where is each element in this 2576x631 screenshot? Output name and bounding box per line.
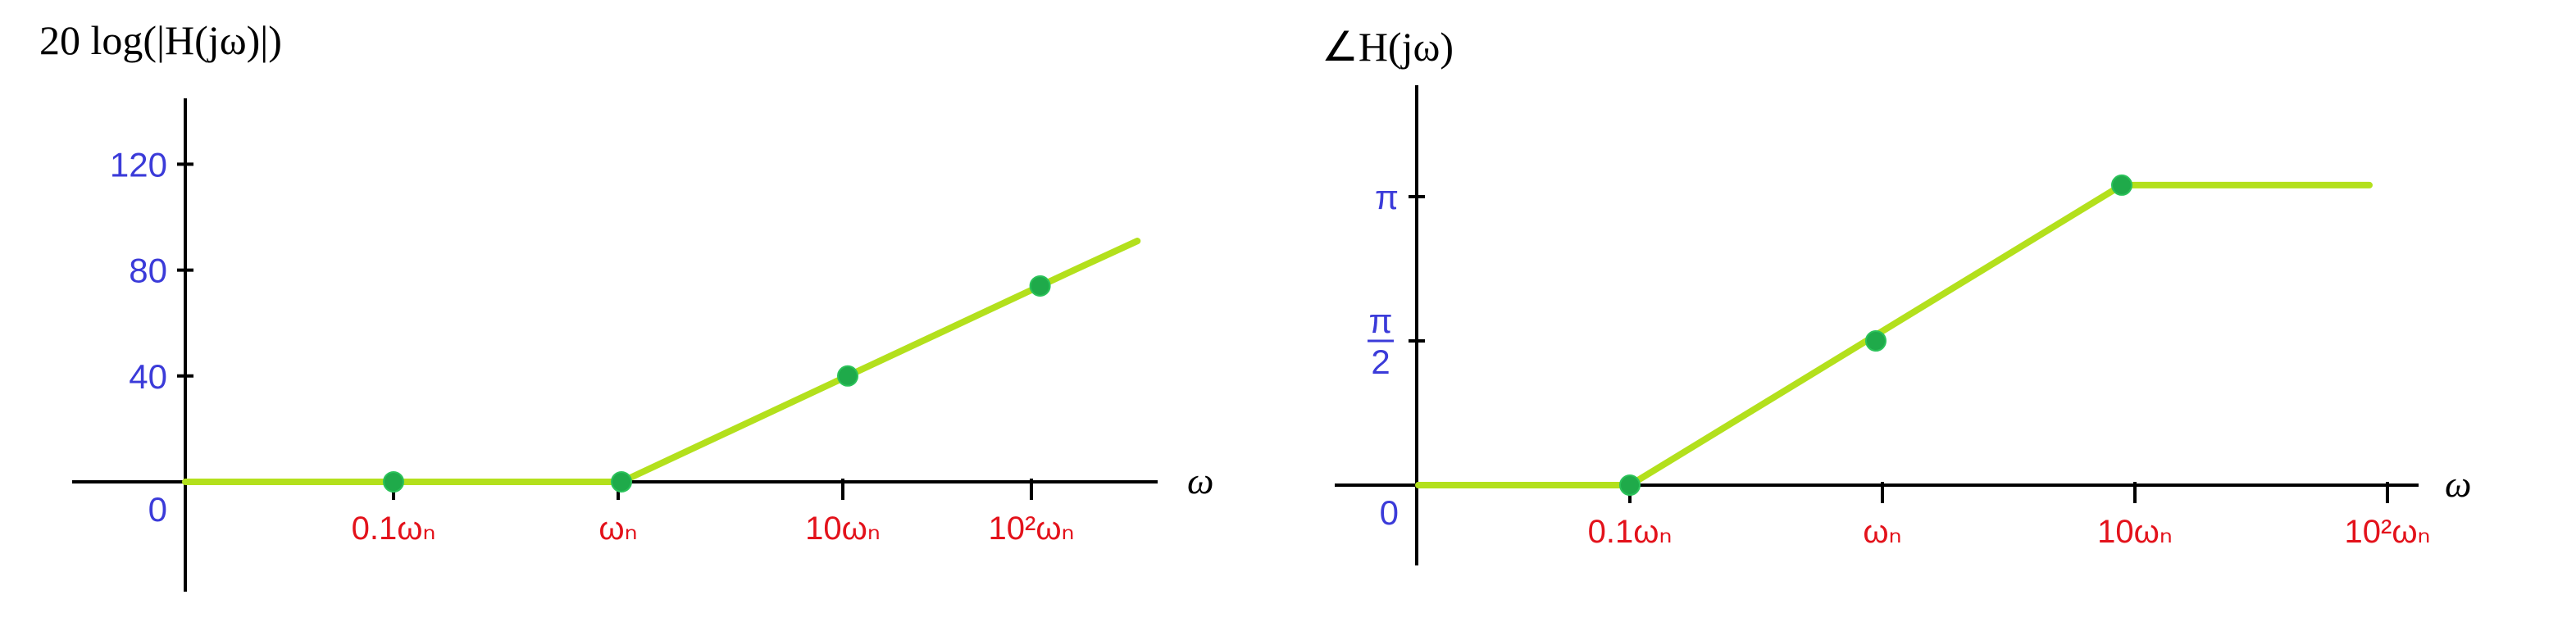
- ph-origin-label: 0: [1380, 493, 1399, 532]
- magnitude-x-axis-title: ω: [1187, 460, 1213, 502]
- phase-point: [1619, 474, 1641, 496]
- phase-point: [1865, 330, 1886, 352]
- magnitude-points: [383, 275, 1051, 493]
- phase-series: [1415, 181, 2373, 488]
- mag-x-tick-label: 10ωₙ: [805, 511, 881, 547]
- phase-ticks: [1409, 195, 2389, 503]
- ph-y-tick-label-denominator: 2: [1371, 343, 1390, 381]
- magnitude-point: [837, 365, 858, 387]
- magnitude-point: [611, 471, 632, 493]
- mag-y-tick-label: 80: [129, 252, 167, 290]
- phase-points: [1619, 174, 2132, 496]
- ph-x-tick-label: 0.1ωₙ: [1588, 514, 1673, 550]
- magnitude-tick-labels: 0.1ωₙ ωₙ 10ωₙ 10²ωₙ 40 80 120 0: [110, 145, 1075, 547]
- magnitude-ticks: [177, 162, 1033, 500]
- phase-axis-title: ∠H(jω): [1322, 24, 1454, 70]
- phase-series-line: [1415, 181, 2373, 488]
- magnitude-series: [182, 238, 1141, 485]
- ph-x-tick-label: ωₙ: [1863, 514, 1901, 550]
- ph-y-tick-label: π: [1369, 302, 1393, 340]
- ph-y-tick-label: π: [1375, 178, 1399, 216]
- mag-x-tick-label: 10²ωₙ: [989, 511, 1075, 547]
- magnitude-series-line: [182, 238, 1141, 485]
- mag-y-tick-label: 40: [129, 357, 167, 396]
- ph-x-tick-label: 10²ωₙ: [2345, 514, 2431, 550]
- mag-y-tick-label: 120: [110, 145, 167, 184]
- magnitude-axis-title: 20 log(|H(jω)|): [39, 17, 282, 63]
- ph-x-tick-label: 10ωₙ: [2097, 514, 2173, 550]
- mag-origin-label: 0: [148, 490, 167, 529]
- mag-x-tick-label: ωₙ: [598, 511, 637, 547]
- phase-x-axis-title: ω: [2445, 463, 2471, 505]
- mag-x-tick-label: 0.1ωₙ: [352, 511, 436, 547]
- magnitude-point: [383, 471, 404, 493]
- phase-point: [2111, 174, 2132, 196]
- magnitude-point: [1029, 275, 1051, 297]
- phase-axes: [1335, 85, 2419, 565]
